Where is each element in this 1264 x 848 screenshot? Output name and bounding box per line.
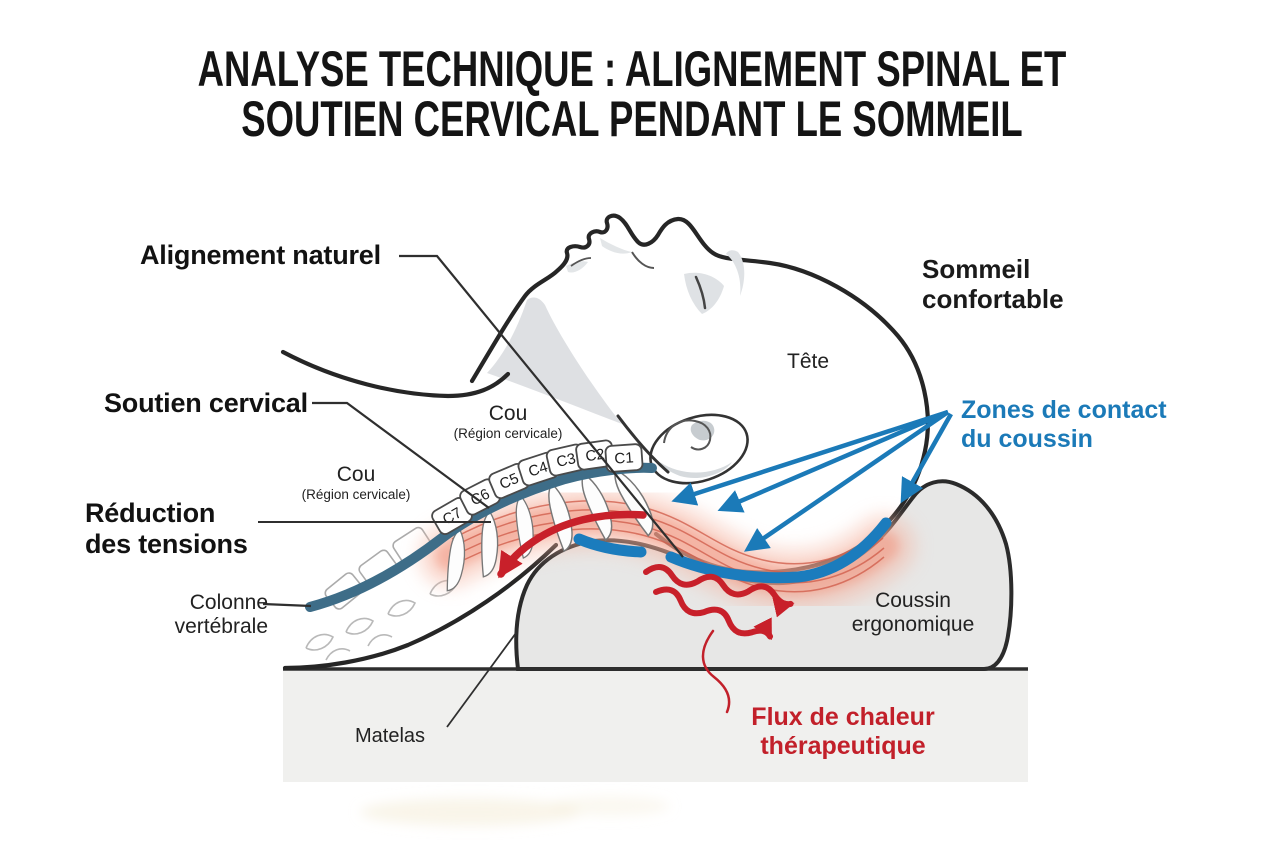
vertebra-label-c4: C4 (526, 458, 550, 480)
label-head: Tête (787, 350, 830, 373)
page-title-line2: SOUTIEN CERVICAL PENDANT LE SOMMEIL (241, 91, 1023, 147)
vertebra-label-c1: C1 (614, 449, 634, 467)
mouth-line (570, 257, 592, 267)
vertebra-label-c2: C2 (584, 446, 605, 466)
label-contact-zones-line2: du coussin (961, 424, 1093, 453)
label-spinal-column: Colonne vertébrale (150, 591, 268, 639)
label-mattress: Matelas (354, 725, 426, 747)
label-tension-reduction-line1: Réduction (85, 498, 216, 528)
vertebra-c1: C1 (604, 443, 644, 473)
skull-base-line (616, 414, 670, 474)
vertebra-c6: C6 (459, 478, 501, 516)
spine-leader (262, 602, 312, 608)
label-heat-flux: Flux de chaleur thérapeutique (718, 703, 968, 761)
label-neck-lower: Cou (Région cervicale) (256, 463, 456, 503)
tension-reduction-arrow (497, 510, 647, 579)
brow-shading (726, 250, 745, 296)
nostril-line (631, 251, 655, 269)
label-neck-lower-subtitle: (Région cervicale) (301, 487, 411, 503)
mattress-shape (283, 669, 1028, 782)
label-comfortable-sleep-line2: confortable (922, 283, 1064, 314)
vertebra-label-c3: C3 (555, 450, 578, 471)
natural-alignment-leader (399, 254, 684, 558)
label-ergonomic-pillow-line2: ergonomique (851, 613, 975, 637)
label-neck-upper: Cou (Région cervicale) (408, 402, 608, 442)
label-contact-zones: Zones de contact du coussin (961, 396, 1167, 454)
pillow-contact-strips (573, 517, 892, 584)
cervical-vertebrae: C7 C6 C5 C4 C3 C2 C1 (431, 439, 644, 535)
thoracic-process-curls (305, 579, 459, 661)
leader-lines (258, 254, 684, 728)
heat-flux-leader (701, 629, 731, 714)
label-comfortable-sleep-line1: Sommeil (922, 254, 1031, 284)
label-ergonomic-pillow-line1: Coussin (875, 589, 951, 612)
label-tension-reduction-line2: des tensions (85, 529, 248, 560)
label-heat-flux-line1: Flux de chaleur (751, 703, 935, 731)
label-neck-upper-subtitle: (Région cervicale) (453, 426, 563, 442)
label-comfortable-sleep: Sommeil confortable (922, 254, 1064, 315)
vertebra-label-c6: C6 (468, 486, 493, 510)
label-natural-alignment: Alignement naturel (140, 240, 381, 270)
spine-curve (305, 462, 657, 612)
label-cervical-support: Soutien cervical (104, 388, 308, 418)
label-heat-flux-line2: thérapeutique (760, 731, 926, 760)
page-title-line1: ANALYSE TECHNIQUE : ALIGNEMENT SPINAL ET (197, 41, 1067, 97)
heat-wave-arrows (643, 564, 795, 641)
label-tension-reduction: Réduction des tensions (85, 498, 248, 560)
head-fill (472, 215, 928, 573)
label-neck-lower-title: Cou (336, 463, 376, 486)
label-ergonomic-pillow: Coussin ergonomique (813, 589, 1013, 637)
cervical-support-leader (312, 401, 490, 509)
face-shading (487, 238, 655, 424)
contact-zone-arrows (671, 409, 953, 552)
heat-glow (419, 486, 915, 612)
label-contact-zones-line1: Zones de contact (961, 396, 1167, 424)
label-spinal-column-line2: vertébrale (174, 615, 268, 639)
label-spinal-column-line1: Colonne (189, 591, 268, 614)
bottom-smudge (360, 796, 670, 826)
closed-eye (684, 250, 745, 314)
label-neck-upper-title: Cou (488, 402, 528, 425)
mattress-leader (446, 632, 517, 728)
vertebra-c5: C5 (488, 462, 530, 500)
vertebra-label-c5: C5 (497, 470, 521, 493)
shoulder-top-line (280, 349, 511, 399)
